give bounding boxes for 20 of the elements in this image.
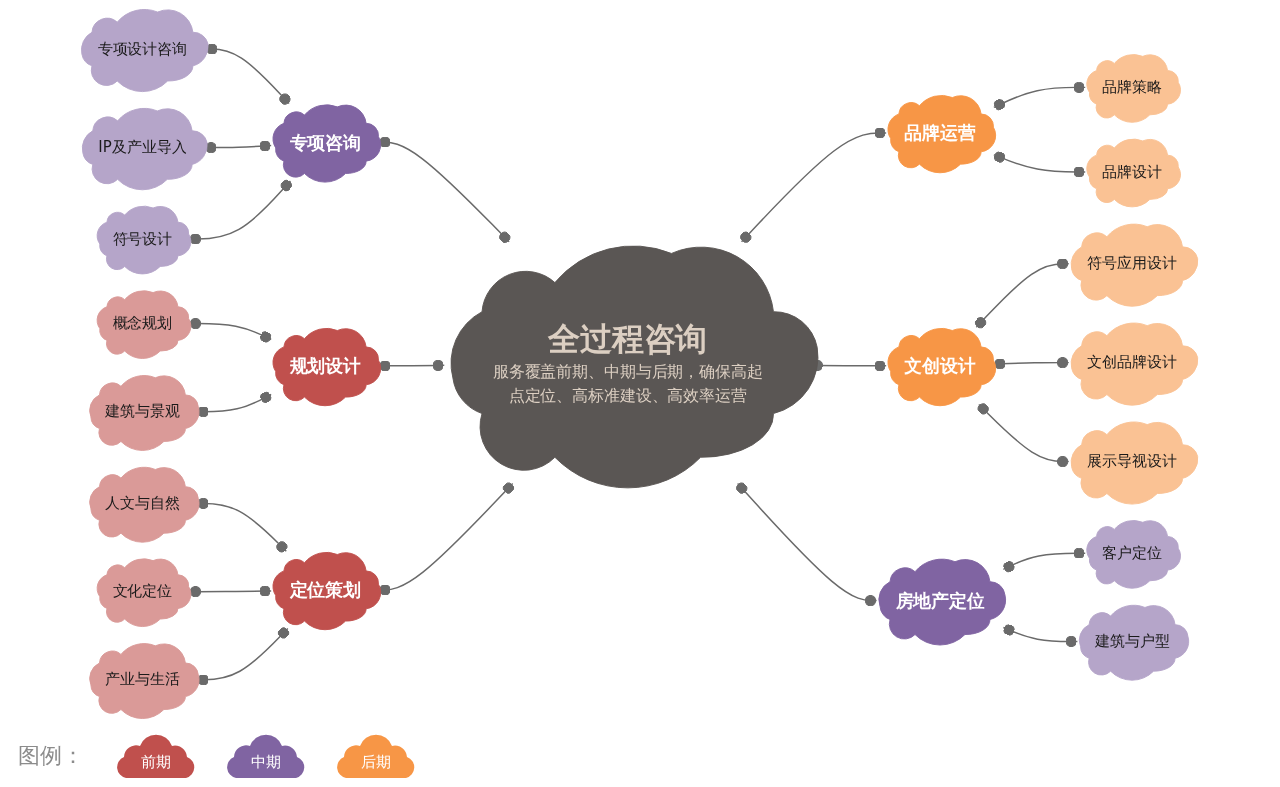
connector bbox=[378, 482, 515, 596]
legend-label: 中期 bbox=[250, 753, 282, 771]
connector bbox=[378, 359, 446, 372]
connector bbox=[188, 179, 293, 245]
connector bbox=[378, 136, 511, 243]
connector bbox=[740, 127, 888, 243]
legend-label: 前期 bbox=[140, 753, 172, 771]
connector bbox=[993, 151, 1087, 178]
connector bbox=[736, 482, 878, 607]
connector bbox=[975, 258, 1070, 329]
connector bbox=[993, 356, 1070, 370]
connector bbox=[977, 403, 1070, 468]
connector bbox=[993, 81, 1087, 111]
connector bbox=[205, 43, 291, 105]
legend-label: 后期 bbox=[360, 753, 392, 771]
connector bbox=[188, 317, 273, 343]
connector bbox=[1002, 547, 1087, 573]
connector bbox=[188, 585, 273, 598]
legend-heading: 图例： bbox=[18, 743, 84, 768]
connector bbox=[1002, 624, 1079, 648]
